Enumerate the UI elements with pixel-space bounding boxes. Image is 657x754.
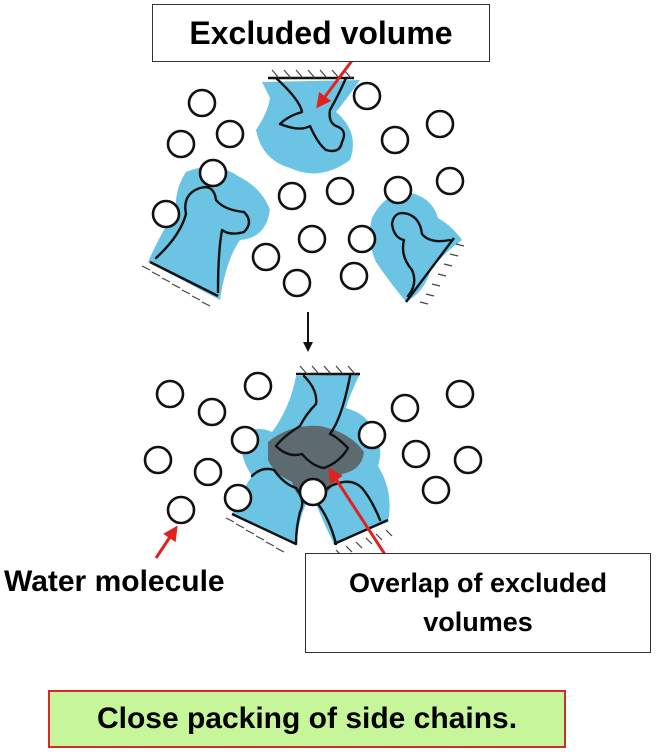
side-chain-right: [369, 192, 465, 305]
caption-box: Close packing of side chains.: [48, 690, 566, 748]
water-molecules-top: [151, 81, 465, 298]
water-molecule-label: Water molecule: [4, 565, 225, 598]
excluded-volume-arrow: [316, 57, 356, 109]
side-chain-left: [141, 166, 270, 307]
water-molecules-bottom: [143, 371, 483, 525]
side-chain-top: [256, 69, 360, 174]
excluded-volume-label: Excluded volume: [152, 4, 490, 62]
overlap-label: Overlap of excluded volumes: [305, 553, 651, 653]
overlap-arrow: [328, 467, 388, 557]
water-molecule-arrow: [154, 525, 178, 559]
